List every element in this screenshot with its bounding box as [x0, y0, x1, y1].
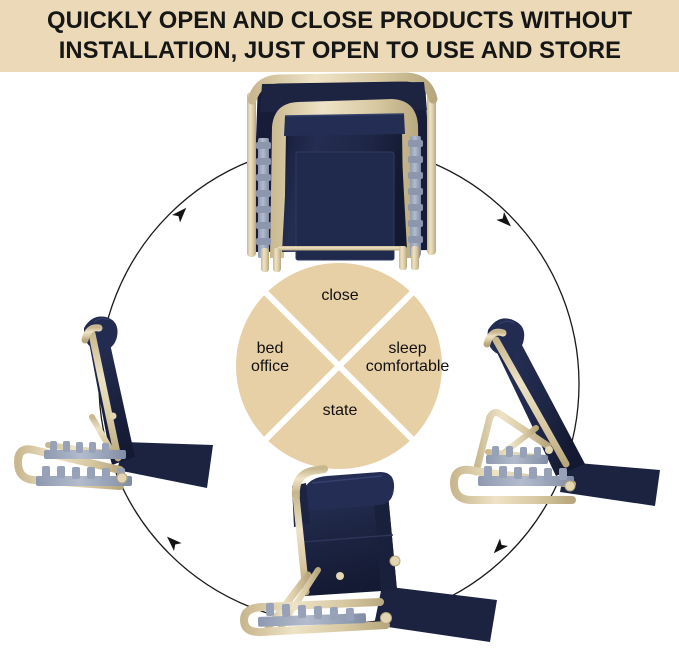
flow-arrow-icon: [496, 212, 511, 227]
center-wheel: [236, 263, 442, 469]
ratchet-rail-right: [408, 136, 423, 256]
ratchet-rail-lower: [36, 466, 132, 486]
product-view-upright-three-quarter: [239, 465, 497, 642]
flow-arrow-icon: [172, 207, 187, 223]
header-banner: QUICKLY OPEN AND CLOSE PRODUCTS WITHOUT …: [0, 0, 679, 72]
cycle-diagram: close sleep comfortable state bed office: [0, 72, 679, 665]
flow-arrow-icon: [167, 536, 182, 551]
product-view-upright-side: [13, 316, 213, 490]
ratchet-rail-base: [257, 602, 367, 627]
ratchet-rail-upper: [44, 441, 126, 459]
banner-line-2: INSTALLATION, JUST OPEN TO USE AND STORE: [58, 37, 621, 64]
product-view-folded-flat: [247, 72, 438, 272]
product-view-reclined: [449, 318, 660, 506]
diagram-canvas: [13, 72, 660, 642]
flow-arrowheads: [167, 207, 511, 554]
wheel-divider-b: [263, 290, 415, 442]
ratchet-rail-lower: [478, 466, 574, 486]
ratchet-rail-upper: [486, 446, 548, 464]
flow-arrow-icon: [493, 538, 508, 554]
ratchet-rail-left: [256, 138, 271, 258]
banner-line-1: QUICKLY OPEN AND CLOSE PRODUCTS WITHOUT: [46, 7, 633, 34]
